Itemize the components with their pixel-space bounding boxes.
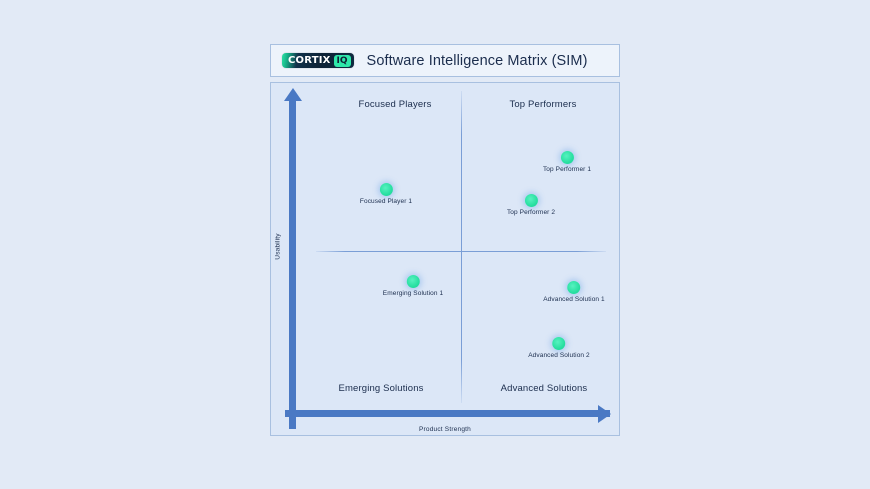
- data-point-label: Advanced Solution 1: [543, 296, 605, 303]
- widget-header: CORTIX IQ Software Intelligence Matrix (…: [270, 44, 620, 77]
- quadrant-label-advanced-solutions: Advanced Solutions: [500, 383, 588, 394]
- data-point-dot-icon: [567, 281, 581, 294]
- cortix-iq-logo: CORTIX IQ: [282, 53, 354, 68]
- data-point-label: Top Performer 1: [542, 166, 592, 173]
- data-point-label: Emerging Solution 1: [382, 290, 444, 297]
- quadrant-label-focused-players: Focused Players: [358, 99, 432, 110]
- x-axis: [285, 410, 610, 417]
- quadrant-divider-horizontal: [316, 251, 606, 252]
- logo-iq-badge: IQ: [333, 54, 351, 67]
- data-point-dot-icon: [552, 337, 566, 350]
- data-point[interactable]: Focused Player 1: [360, 183, 412, 205]
- x-axis-arrow-icon: [598, 404, 611, 423]
- data-point-label: Advanced Solution 2: [528, 352, 590, 359]
- x-axis-label: Product Strength: [419, 426, 471, 433]
- y-axis-arrow-icon: [283, 88, 302, 101]
- data-point[interactable]: Advanced Solution 1: [543, 281, 605, 303]
- data-point-dot-icon: [406, 275, 420, 288]
- software-intelligence-matrix-widget: CORTIX IQ Software Intelligence Matrix (…: [270, 44, 620, 436]
- quadrant-label-emerging-solutions: Emerging Solutions: [338, 383, 424, 394]
- quadrant-divider-vertical: [461, 91, 462, 403]
- data-point-label: Focused Player 1: [359, 198, 413, 205]
- data-point-dot-icon: [379, 183, 393, 196]
- quadrant-label-top-performers: Top Performers: [509, 99, 577, 110]
- y-axis: [289, 99, 296, 429]
- y-axis-label: Usability: [274, 233, 282, 260]
- data-point-dot-icon: [560, 151, 574, 164]
- data-point-label: Top Performer 2: [506, 209, 556, 216]
- data-point[interactable]: Top Performer 2: [507, 194, 555, 216]
- data-point[interactable]: Emerging Solution 1: [383, 275, 443, 297]
- plot-area: Usability Product Strength Focused Playe…: [271, 83, 619, 435]
- data-point-dot-icon: [524, 194, 538, 207]
- matrix-chart-panel: Usability Product Strength Focused Playe…: [270, 82, 620, 436]
- data-point[interactable]: Top Performer 1: [543, 151, 591, 173]
- data-point[interactable]: Advanced Solution 2: [528, 337, 590, 359]
- page-title: Software Intelligence Matrix (SIM): [366, 52, 588, 69]
- logo-wordmark: CORTIX: [288, 55, 331, 66]
